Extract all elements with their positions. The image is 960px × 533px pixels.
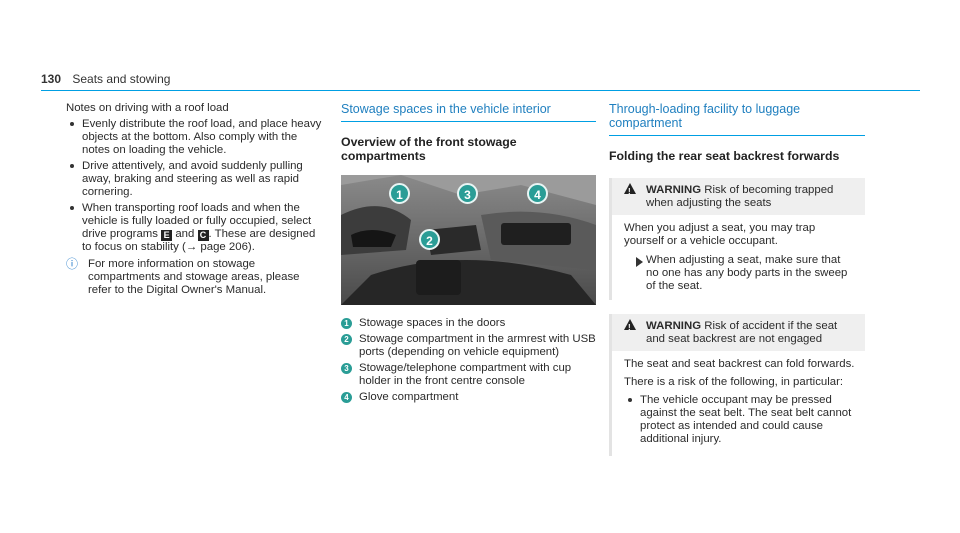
roof-load-intro: Notes on driving with a roof load — [66, 102, 229, 114]
warning-body: The seat and seat backrest can fold forw… — [612, 351, 865, 456]
info-icon: ⓘ — [66, 257, 79, 271]
callout-4: 4 — [527, 183, 548, 204]
warning-heading: WARNING Risk of becoming trapped when ad… — [624, 184, 857, 210]
car-interior-illustration — [341, 175, 596, 305]
list-item: 1 Stowage spaces in the doors — [341, 317, 596, 330]
warning-header: ! WARNING Risk of accident if the seat a… — [612, 314, 865, 351]
interior-photo: 1 2 3 4 — [341, 175, 596, 305]
bullet-icon — [70, 206, 74, 210]
list-item: Evenly distribute the roof load, and pla… — [66, 118, 322, 157]
subsection-title: Folding the rear seat backrest forwards — [609, 149, 840, 163]
warning-body: When you adjust a seat, you may trap you… — [612, 215, 865, 300]
warning-box-trapped: ! WARNING Risk of becoming trapped when … — [609, 178, 865, 300]
section-title: Stowage spaces in the vehicle interior — [341, 102, 596, 122]
list-item-text: and — [175, 228, 195, 240]
list-item: 4 Glove compartment — [341, 391, 596, 404]
roof-load-list: Evenly distribute the roof load, and pla… — [66, 118, 322, 254]
list-item-text: . These are designed to focus on stabili… — [82, 228, 316, 253]
legend-number: 4 — [341, 392, 352, 403]
drive-program-e-key: E — [161, 230, 173, 241]
warning-header: ! WARNING Risk of becoming trapped when … — [612, 178, 865, 215]
legend-number: 1 — [341, 318, 352, 329]
bullet-icon — [70, 164, 74, 168]
legend-text: Stowage/telephone compartment with cup h… — [359, 362, 572, 387]
bullet-icon — [70, 122, 74, 126]
warning-text: There is a risk of the following, in par… — [624, 376, 844, 388]
callout-2: 2 — [419, 229, 440, 250]
list-item-text: Evenly distribute the roof load, and pla… — [82, 118, 322, 156]
callout-1: 1 — [389, 183, 410, 204]
bullet-icon — [628, 398, 632, 402]
list-item: The vehicle occupant may be pressed agai… — [624, 394, 855, 446]
legend-number: 3 — [341, 363, 352, 374]
header-divider — [41, 90, 920, 91]
warning-icon — [624, 183, 636, 194]
warning-label: WARNING — [646, 320, 702, 332]
stowage-legend: 1 Stowage spaces in the doors 2 Stowage co… — [341, 317, 596, 404]
section-name: Seats and stowing — [72, 72, 171, 86]
info-note-text: For more information on stowage compartm… — [88, 258, 300, 296]
arrow-right-icon — [636, 257, 643, 267]
list-item-text: ). — [247, 241, 255, 253]
warning-heading-text: Risk of becoming trapped when adjusting … — [646, 184, 834, 209]
subsection-title: Overview of the front stowage compartmen… — [341, 135, 517, 163]
warning-label: WARNING — [646, 184, 702, 196]
list-item: When transporting roof loads and when th… — [66, 202, 322, 254]
warning-icon — [624, 319, 636, 330]
info-note: ⓘ For more information on stowage compar… — [66, 258, 322, 297]
page-header: 130 Seats and stowing — [41, 72, 170, 86]
legend-text: Stowage compartment in the armrest with … — [359, 333, 596, 358]
legend-text: Glove compartment — [359, 391, 459, 403]
action-item: When adjusting a seat, make sure that no… — [624, 254, 855, 293]
list-item: Drive attentively, and avoid suddenly pu… — [66, 160, 322, 199]
page-reference-link[interactable]: → page 206 — [185, 241, 248, 253]
warning-icon-mark: ! — [628, 323, 631, 332]
roof-load-notes: Notes on driving with a roof load Evenly… — [66, 102, 322, 297]
list-item-text: The vehicle occupant may be pressed agai… — [640, 394, 852, 445]
list-item-text: When transporting roof loads and when th… — [82, 202, 312, 240]
list-item-text: Drive attentively, and avoid suddenly pu… — [82, 160, 303, 198]
callout-3: 3 — [457, 183, 478, 204]
warning-icon-mark: ! — [628, 187, 631, 196]
list-item: 2 Stowage compartment in the armrest with… — [341, 333, 596, 359]
warning-text: When you adjust a seat, you may trap you… — [624, 222, 816, 247]
warning-heading-text: Risk of accident if the seat and seat ba… — [646, 320, 838, 345]
warning-list: The vehicle occupant may be pressed agai… — [624, 394, 855, 446]
warning-box-accident: ! WARNING Risk of accident if the seat a… — [609, 314, 865, 456]
through-loading-section: Through-loading facility to luggage comp… — [609, 102, 865, 456]
drive-program-c-key: C — [197, 230, 209, 241]
list-item: 3 Stowage/telephone compartment with cup … — [341, 362, 596, 388]
warning-text: The seat and seat backrest can fold forw… — [624, 358, 855, 370]
stowage-section: Stowage spaces in the vehicle interior O… — [341, 102, 596, 407]
page-number: 130 — [41, 72, 62, 86]
section-title: Through-loading facility to luggage comp… — [609, 102, 865, 136]
legend-number: 2 — [341, 334, 352, 345]
action-text: When adjusting a seat, make sure that no… — [646, 254, 848, 292]
warning-heading: WARNING Risk of accident if the seat and… — [624, 320, 857, 346]
legend-text: Stowage spaces in the doors — [359, 317, 506, 329]
